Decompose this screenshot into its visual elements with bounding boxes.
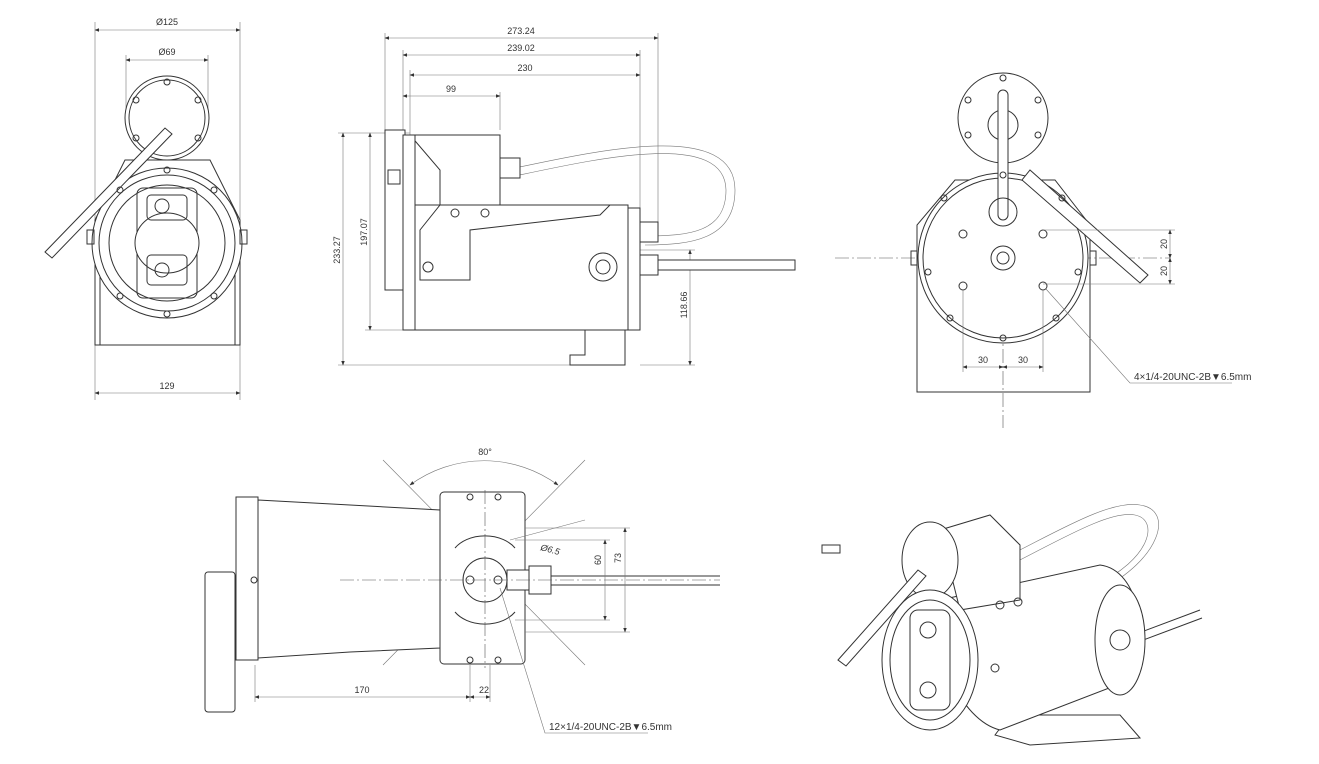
- dim-mount-height: 118.66: [679, 292, 689, 319]
- dim-total-length: 273.24: [507, 26, 535, 36]
- dim-h-spacing-1: 30: [978, 355, 988, 365]
- side-view: 273.24 239.02 230 99 233.27 197.07 118.6…: [332, 26, 796, 366]
- dim-width: 129: [159, 381, 174, 391]
- dim-head-length: 99: [446, 84, 456, 94]
- dim-outer-diameter: Ø125: [156, 17, 178, 27]
- dim-mid-length: 239.02: [507, 43, 535, 53]
- dim-mount-outer: 73: [613, 553, 623, 563]
- dim-inner-diameter: Ø69: [158, 47, 175, 57]
- dim-hole-offset: 22: [479, 685, 489, 695]
- scale-marker: [821, 544, 841, 554]
- dim-angle: 80°: [478, 447, 492, 457]
- dim-body-length: 230: [517, 63, 532, 73]
- dim-mount-inner: 60: [593, 555, 603, 565]
- front-view: Ø125 Ø69 129: [44, 17, 248, 400]
- dim-offset: 170: [354, 685, 369, 695]
- back-thread-note: 4×1/4-20UNC-2B▼6.5mm: [1134, 372, 1251, 383]
- top-view: 80° 60 73 Ø6.5 170 22 12×1/4-20UNC-2B▼6.…: [204, 447, 720, 734]
- back-view: 20 20 30 30 4×1/4-20UNC-2B▼6.5mm: [835, 72, 1251, 428]
- dim-h-spacing-2: 30: [1018, 355, 1028, 365]
- top-thread-note: 12×1/4-20UNC-2B▼6.5mm: [549, 722, 672, 733]
- dim-hole-diameter: Ø6.5: [539, 542, 562, 557]
- dim-body-height: 197.07: [359, 218, 369, 246]
- isometric-view: [821, 504, 1203, 746]
- dim-total-height: 233.27: [332, 236, 342, 264]
- dim-v-spacing-2: 20: [1159, 266, 1169, 276]
- dim-v-spacing-1: 20: [1159, 239, 1169, 249]
